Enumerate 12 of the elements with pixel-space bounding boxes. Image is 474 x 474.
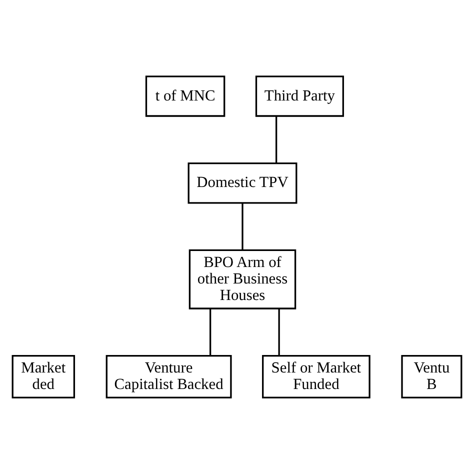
connector bbox=[242, 203, 244, 250]
connector bbox=[276, 116, 278, 164]
connector bbox=[278, 308, 280, 356]
node-box: Self or Market Funded bbox=[262, 354, 370, 398]
node-box: Ventu B bbox=[401, 354, 462, 398]
node-box: Market ded bbox=[12, 354, 76, 398]
connector bbox=[210, 308, 212, 356]
node-box: Third Party bbox=[255, 76, 344, 117]
node-box: t of MNC bbox=[145, 76, 226, 117]
node-box: BPO Arm of other Business Houses bbox=[188, 249, 296, 310]
node-box: Venture Capitalist Backed bbox=[106, 354, 232, 398]
node-box: Domestic TPV bbox=[188, 162, 298, 204]
